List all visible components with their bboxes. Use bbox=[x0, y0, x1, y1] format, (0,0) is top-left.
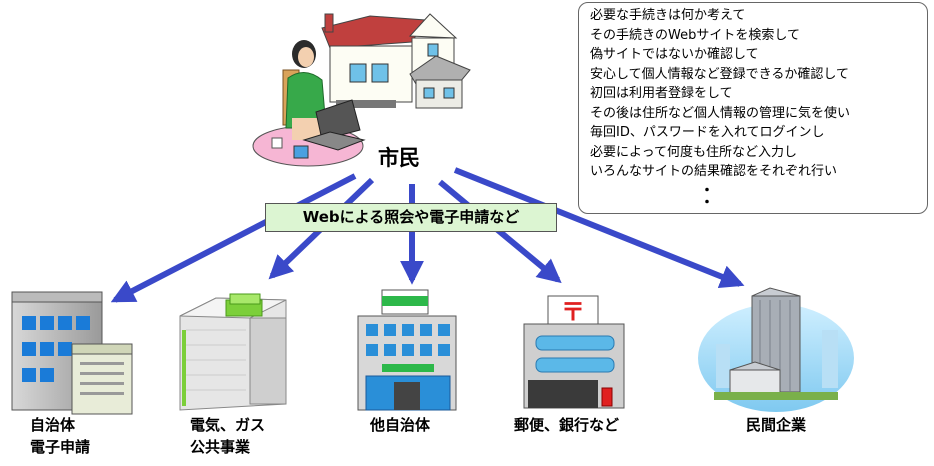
label-line: 自治体 bbox=[30, 416, 76, 434]
note-line: 安心して個人情報など登録できるか確認して bbox=[590, 66, 849, 82]
label-line: 公共事業 bbox=[190, 438, 251, 456]
post-bank-building: 〒 bbox=[523, 295, 625, 409]
label-private-company: 民間企業 bbox=[746, 414, 806, 436]
municipality-building bbox=[11, 291, 133, 415]
note-ellipsis: ・ ・ bbox=[700, 183, 714, 211]
note-line: いろんなサイトの結果確認をそれぞれ行い bbox=[590, 164, 838, 179]
label-line: 他自治体 bbox=[370, 416, 431, 434]
citizen-illustration bbox=[252, 13, 471, 167]
label-municipality: 自治体 電子申請 bbox=[30, 414, 90, 458]
note-line: その手続きのWebサイトを検索して bbox=[590, 27, 800, 43]
note-line: 毎回ID、パスワードを入れてログインし bbox=[590, 125, 825, 140]
label-utilities: 電気、ガス 公共事業 bbox=[190, 414, 265, 458]
note-line: 初回は利用者登録をして bbox=[590, 86, 733, 101]
web-channel-label: Webによる照会や電子申請など bbox=[265, 203, 557, 232]
process-note-box bbox=[578, 2, 928, 214]
label-line: 電気、ガス bbox=[190, 416, 266, 434]
label-line: 郵便、銀行など bbox=[514, 416, 620, 434]
label-other-municipality: 他自治体 bbox=[370, 414, 430, 436]
citizen-label: 市民 bbox=[378, 146, 420, 170]
label-post-bank: 郵便、銀行など bbox=[514, 414, 619, 436]
label-line: 民間企業 bbox=[746, 416, 807, 434]
arrow-to-private-company bbox=[453, 167, 745, 289]
other-municipality-building bbox=[357, 289, 457, 411]
label-line: 電子申請 bbox=[30, 438, 91, 456]
note-line: 偽サイトではないか確認して bbox=[590, 47, 759, 62]
svg-text:〒: 〒 bbox=[561, 298, 585, 326]
note-line: 必要な手続きは何か考えて bbox=[590, 8, 746, 23]
utilities-building bbox=[179, 293, 287, 411]
private-company-building bbox=[698, 287, 854, 412]
note-line: 必要によって何度も住所など入力し bbox=[590, 144, 797, 160]
arrow-to-municipality bbox=[110, 173, 357, 303]
note-line: その後は住所など個人情報の管理に気を使い bbox=[590, 105, 851, 121]
process-note-lines: 必要な手続きは何か考えて その手続きのWebサイトを検索して 偽サイトではないか… bbox=[590, 6, 926, 182]
